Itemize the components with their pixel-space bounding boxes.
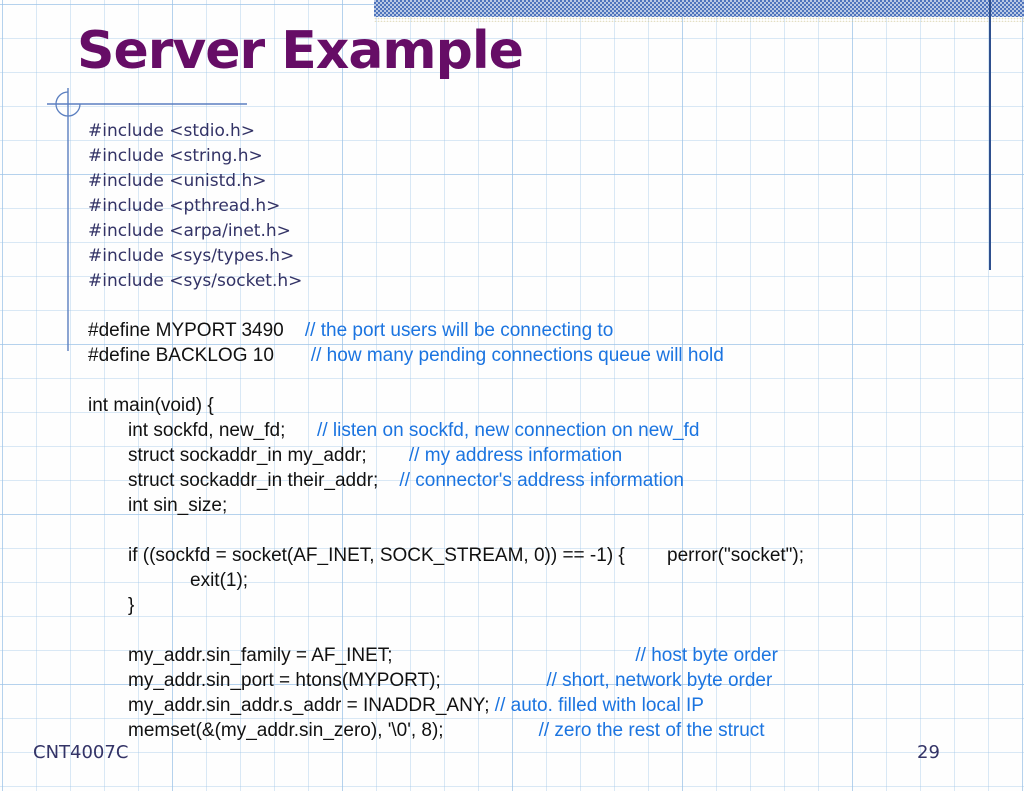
code-line: struct sockaddr_in my_addr; // my addres… — [88, 443, 1008, 468]
code-line — [88, 618, 1008, 643]
code-segment: #define MYPORT 3490 — [88, 320, 284, 341]
code-segment: } — [128, 595, 135, 616]
code-segment: my_addr.sin_port = htons(MYPORT); — [128, 670, 441, 691]
code-segment: my_addr.sin_addr.s_addr = INADDR_ANY; — [128, 695, 490, 716]
code-line: my_addr.sin_addr.s_addr = INADDR_ANY; //… — [88, 693, 1008, 718]
comment-segment: // how many pending connections queue wi… — [273, 345, 724, 366]
comment-segment: // the port users will be connecting to — [283, 320, 614, 341]
code-line — [88, 368, 1008, 393]
code-segment: int sockfd, new_fd; — [128, 420, 286, 441]
code-line — [88, 518, 1008, 543]
code-segment: my_addr.sin_family = AF_INET; — [128, 645, 393, 666]
code-line: #include <sys/socket.h> — [88, 268, 1008, 293]
code-segment: int main(void) { — [88, 395, 214, 416]
title-underline-ornament — [47, 88, 247, 351]
include-segment: #include <sys/types.h> — [88, 246, 295, 266]
code-line: #define BACKLOG 10 // how many pending c… — [88, 343, 1008, 368]
code-line: my_addr.sin_family = AF_INET; // host by… — [88, 643, 1008, 668]
code-segment: struct sockaddr_in their_addr; — [128, 470, 379, 491]
comment-segment: // host byte order — [392, 645, 778, 666]
code-line: exit(1); — [88, 568, 1008, 593]
comment-segment: // auto. filled with local IP — [489, 695, 704, 716]
code-line: my_addr.sin_port = htons(MYPORT); // sho… — [88, 668, 1008, 693]
right-accent-line — [989, 0, 991, 270]
code-segment: int sin_size; — [128, 495, 228, 516]
code-line: memset(&(my_addr.sin_zero), '\0', 8); //… — [88, 718, 1008, 743]
include-segment: #include <sys/socket.h> — [88, 271, 303, 291]
code-line: if ((sockfd = socket(AF_INET, SOCK_STREA… — [88, 543, 1008, 568]
code-line: struct sockaddr_in their_addr; // connec… — [88, 468, 1008, 493]
comment-segment: // short, network byte order — [440, 670, 773, 691]
code-line: #include <sys/types.h> — [88, 243, 1008, 268]
top-decoration-bar — [374, 0, 1024, 22]
code-line: int sockfd, new_fd; // listen on sockfd,… — [88, 418, 1008, 443]
code-segment: if ((sockfd = socket(AF_INET, SOCK_STREA… — [128, 545, 805, 566]
code-segment: memset(&(my_addr.sin_zero), '\0', 8); — [128, 720, 444, 741]
include-segment: #include <unistd.h> — [88, 171, 267, 191]
include-segment: #include <pthread.h> — [88, 196, 281, 216]
footer-course-code: CNT4007C — [33, 742, 129, 763]
comment-segment: // my address information — [366, 445, 623, 466]
page-title: Server Example — [77, 21, 524, 81]
page-number: 29 — [917, 742, 940, 763]
comment-segment: // listen on sockfd, new connection on n… — [285, 420, 700, 441]
comment-segment: // zero the rest of the struct — [443, 720, 765, 741]
code-line: #include <stdio.h> — [88, 118, 1008, 143]
code-line: int sin_size; — [88, 493, 1008, 518]
code-segment: struct sockaddr_in my_addr; — [128, 445, 367, 466]
include-segment: #include <arpa/inet.h> — [88, 221, 291, 241]
footer: CNT4007C 29 — [0, 740, 1024, 768]
code-line: #include <unistd.h> — [88, 168, 1008, 193]
code-line: } — [88, 593, 1008, 618]
include-segment: #include <string.h> — [88, 146, 263, 166]
include-segment: #include <stdio.h> — [88, 121, 256, 141]
code-line: #include <pthread.h> — [88, 193, 1008, 218]
comment-segment: // connector's address information — [378, 470, 684, 491]
code-line — [88, 293, 1008, 318]
code-line: int main(void) { — [88, 393, 1008, 418]
code-segment: exit(1); — [190, 570, 249, 591]
code-segment: #define BACKLOG 10 — [88, 345, 274, 366]
code-line: #include <arpa/inet.h> — [88, 218, 1008, 243]
code-block: #include <stdio.h> #include <string.h> #in… — [88, 118, 1008, 743]
compass-circle-icon — [55, 91, 81, 117]
code-line: #include <string.h> — [88, 143, 1008, 168]
code-line: #define MYPORT 3490 // the port users wi… — [88, 318, 1008, 343]
